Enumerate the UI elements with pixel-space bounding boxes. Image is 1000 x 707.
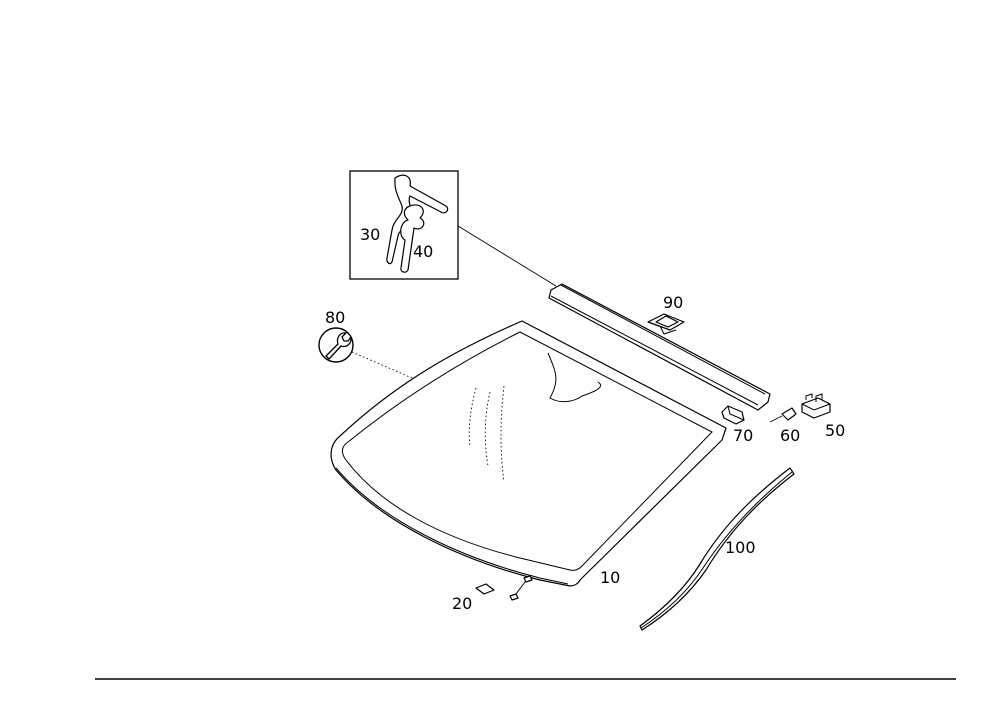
top-cover-strip	[548, 283, 771, 411]
clip-70: 70	[721, 405, 753, 445]
clip-60-leader	[769, 415, 783, 423]
callout-30: 30	[360, 225, 380, 244]
sensor-pad-20: 20	[452, 575, 533, 613]
callout-10: 10	[600, 568, 620, 587]
wrench-icon	[325, 332, 352, 360]
side-strip-100: 100	[639, 467, 795, 631]
clip-90: 90	[647, 293, 685, 335]
tool-leader	[351, 351, 413, 379]
windshield-glass: 10	[330, 320, 727, 587]
callout-20: 20	[452, 594, 472, 613]
clip-60: 60	[769, 407, 800, 445]
callout-100: 100	[725, 538, 756, 557]
callout-50: 50	[825, 421, 845, 440]
callout-60: 60	[780, 426, 800, 445]
seal-detail-inset: 30 40	[349, 170, 459, 280]
callout-80: 80	[325, 308, 345, 327]
callout-70: 70	[733, 426, 753, 445]
tool-80: 80	[318, 308, 413, 379]
clip-50: 50	[801, 393, 845, 440]
callout-40: 40	[413, 242, 433, 261]
callout-90: 90	[663, 293, 683, 312]
inset-leader-line	[457, 225, 557, 287]
